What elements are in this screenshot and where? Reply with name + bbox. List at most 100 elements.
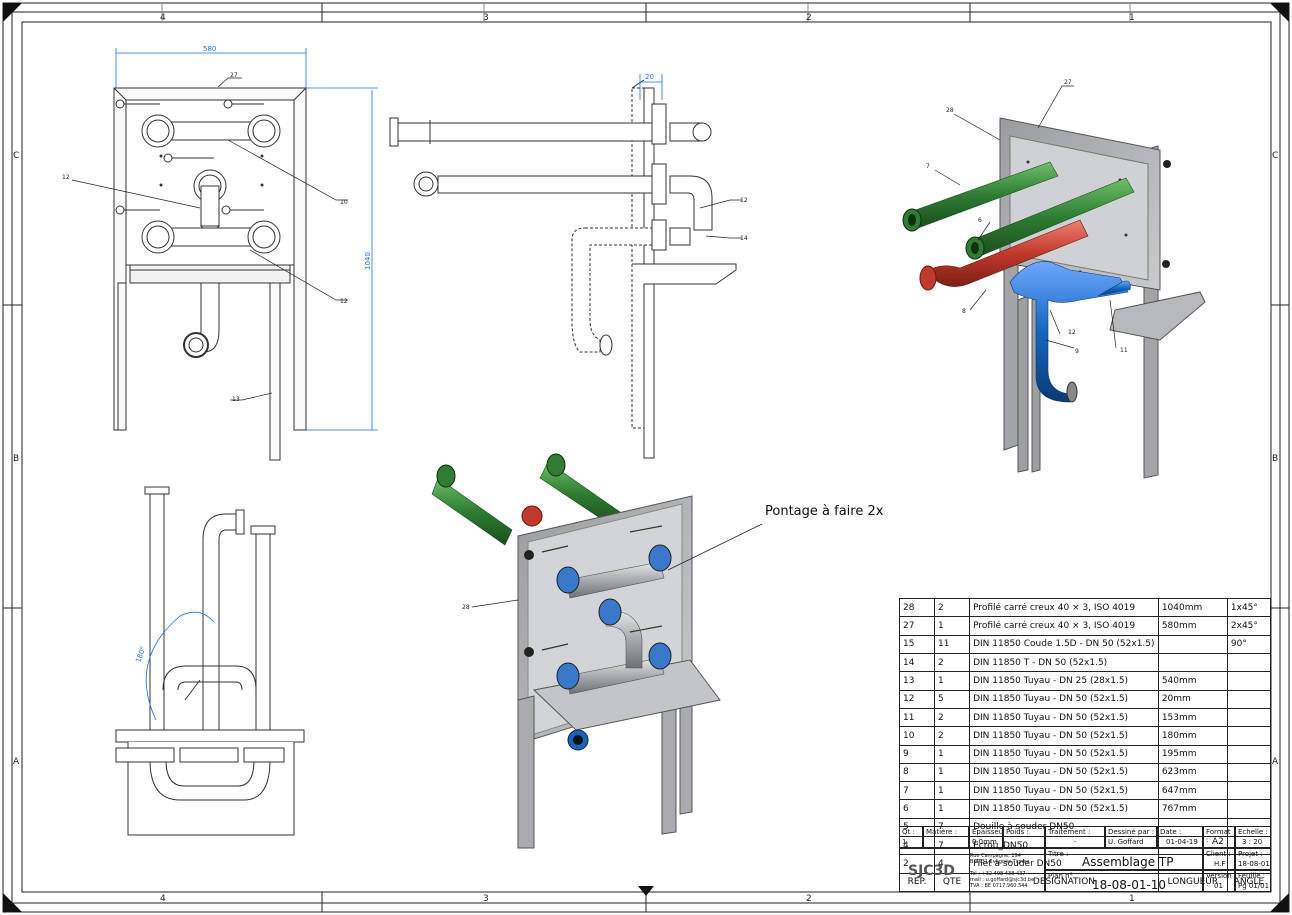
bom-qte: 1	[934, 744, 971, 764]
bom-qte: 2	[934, 707, 971, 728]
tb-epaisseur: Epaisseur :0,0mm	[969, 826, 1003, 848]
bom-rep: 14	[898, 652, 936, 673]
iso-bridge-view	[431, 453, 721, 849]
col-label-1-top: 1	[1129, 13, 1135, 23]
tb-poids: Poids :-	[1003, 826, 1045, 848]
bom-rep: 27	[898, 616, 936, 636]
bom-designation: DIN 11850 Tuyau - DN 50 (52x1.5)	[969, 726, 1159, 746]
bom-qte: 11	[934, 634, 971, 654]
bom-header-qte: QTE	[934, 872, 971, 893]
corner-mark-tl	[3, 3, 22, 22]
bom-length: 580mm	[1157, 616, 1228, 636]
bom-designation: DIN 11850 Tuyau - DN 50 (52x1.5)	[969, 707, 1159, 728]
tb-plan: Plan n° 18-08-01-10	[1045, 870, 1203, 892]
bom-angle	[1226, 762, 1272, 783]
bom-angle: 2x45°	[1226, 616, 1272, 636]
tb-traitement: Traitement :-	[1045, 826, 1105, 848]
bom-rep: 6	[898, 799, 936, 819]
bom-angle	[1226, 726, 1272, 746]
bom-qte: 1	[934, 799, 971, 819]
bom-designation: DIN 11850 Tuyau - DN 50 (52x1.5)	[969, 689, 1159, 709]
tb-version: Version :01	[1203, 870, 1235, 892]
balloon-28-iso: 28	[946, 107, 954, 114]
bom-length: 540mm	[1157, 671, 1228, 691]
bom-length: 20mm	[1157, 689, 1228, 709]
address-line-2: B-4631 Evegnée-Tignée	[970, 859, 1030, 865]
balloon-9-iso: 9	[1075, 348, 1079, 355]
row-label-b-left: B	[13, 454, 19, 464]
bom-length: 647mm	[1157, 781, 1228, 801]
bom-designation: DIN 11850 Coude 1.5D - DN 50 (52x1.5)	[969, 634, 1159, 654]
row-label-b-right: B	[1272, 454, 1278, 464]
bom-angle: 1x45°	[1226, 597, 1272, 618]
bom-rep: 15	[898, 634, 936, 654]
balloon-28-iso2: 28	[462, 604, 470, 611]
bom-designation: DIN 11850 Tuyau - DN 50 (52x1.5)	[969, 799, 1159, 819]
bom-qte: 2	[934, 726, 971, 746]
bom-designation: Profilé carré creux 40 × 3, ISO 4019	[969, 597, 1159, 618]
dim-depth: 20	[645, 73, 654, 81]
bom-rep: 12	[898, 689, 936, 709]
center-mark-bottom	[638, 886, 654, 896]
bom-rep: 13	[898, 671, 936, 691]
bom-angle	[1226, 744, 1272, 764]
bom-angle	[1226, 652, 1272, 673]
balloon-13-front: 13	[232, 396, 240, 403]
balloon-12-side: 12	[740, 197, 748, 204]
top-view	[115, 486, 305, 836]
col-label-3-top: 3	[483, 13, 489, 23]
tb-company: SJC3D Rue Campagne, 194 B-4631 Evegnée-T…	[899, 848, 1045, 892]
callout-leader	[667, 523, 763, 571]
tb-client: Client :H.F	[1203, 848, 1235, 870]
balloon-27-front: 27	[230, 72, 238, 79]
bom-header-ang: ANGLE	[1226, 872, 1272, 893]
bom-rep: 10	[898, 726, 936, 746]
col-label-1-bottom: 1	[1129, 894, 1135, 904]
tb-projet: Projet :18-08-01	[1235, 848, 1271, 870]
tb-echelle: Echelle :3 : 20	[1235, 826, 1271, 848]
bom-rep: 9	[898, 744, 936, 764]
balloon-12a-front: 12	[62, 174, 70, 181]
title-block: Qt :1 Matière : Epaisseur :0,0mm Poids :…	[899, 826, 1271, 892]
bom-length: 153mm	[1157, 707, 1228, 728]
bom-designation: DIN 11850 T - DN 50 (52x1.5)	[969, 652, 1159, 673]
tb-qt: Qt :1	[899, 826, 923, 848]
bom-length: 767mm	[1157, 799, 1228, 819]
side-view-leaders	[699, 199, 742, 239]
front-view	[113, 87, 307, 461]
bridge-callout: Pontage à faire 2x	[765, 504, 884, 519]
front-view-leaders	[71, 77, 348, 401]
balloon-6-iso: 6	[978, 217, 982, 224]
bom-length: 195mm	[1157, 744, 1228, 764]
bom-qte: 1	[934, 616, 971, 636]
bom-length: 180mm	[1157, 726, 1228, 746]
bom-rep: 8	[898, 762, 936, 783]
bom-qte: 1	[934, 671, 971, 691]
balloon-27-iso: 27	[1064, 79, 1072, 86]
bom-length: 1040mm	[1157, 597, 1228, 618]
tb-dessine: Dessiné par :U. Goffard	[1105, 826, 1157, 848]
mail: mail : u.goffard@sjc3d.be	[970, 877, 1035, 883]
bom-qte: 2	[934, 652, 971, 673]
balloon-8-iso: 8	[962, 308, 966, 315]
bom-angle	[1226, 799, 1272, 819]
tel: Tél : +32 498 438 437	[970, 871, 1026, 877]
address-line-1: Rue Campagne, 194	[970, 853, 1021, 859]
tb-date: Date :01-04-19	[1157, 826, 1203, 848]
iso-view-colored	[902, 117, 1206, 479]
bom-angle	[1226, 781, 1272, 801]
bom-length	[1157, 634, 1228, 654]
balloon-12b-front: 12	[340, 298, 348, 305]
